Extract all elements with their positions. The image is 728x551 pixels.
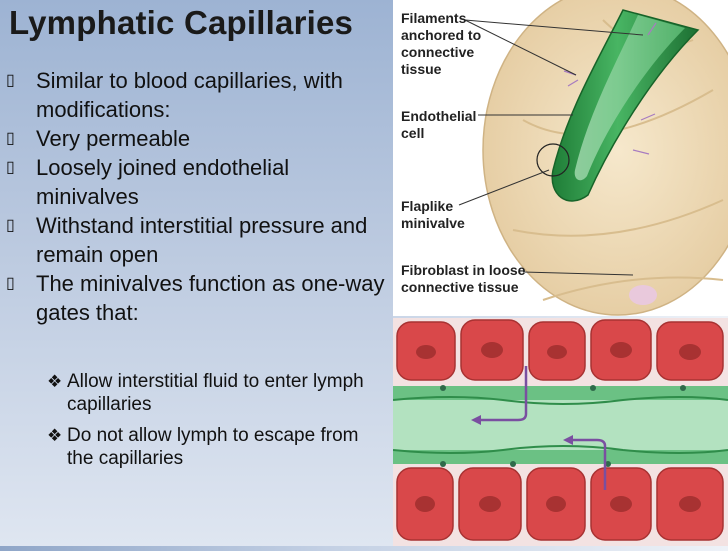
- bullet-item: ▯ Similar to blood capillaries, with mod…: [6, 66, 391, 124]
- label-filaments: Filaments: [401, 10, 467, 26]
- capillary-drawing: [458, 0, 728, 316]
- minivalve-highlight: [536, 143, 570, 177]
- bullet-text: The minivalves function as one-way gates…: [36, 271, 385, 325]
- bullet-text: Loosely joined endothelial minivalves: [36, 155, 290, 209]
- bullet-icon: ▯: [6, 130, 15, 147]
- sub-bullet-list: ❖ Allow interstitial fluid to enter lymp…: [47, 370, 377, 478]
- flow-drawing: [392, 318, 728, 546]
- bullet-icon: ▯: [6, 72, 15, 89]
- slide-title: Lymphatic Capillaries: [9, 4, 354, 41]
- bullet-icon: ▯: [6, 275, 15, 292]
- sub-bullet-text: Do not allow lymph to escape from the ca…: [67, 425, 359, 469]
- flow-illustration: [392, 318, 728, 546]
- label-fibroblast: Fibroblast in loose: [401, 262, 526, 278]
- label-endothelial: Endothelial: [401, 108, 477, 124]
- diamond-bullet-icon: ❖: [47, 426, 63, 445]
- bullet-text: Withstand interstitial pressure and rema…: [36, 213, 368, 267]
- bullet-item: ▯ Withstand interstitial pressure and re…: [6, 211, 391, 269]
- bullet-text: Similar to blood capillaries, with modif…: [36, 68, 343, 122]
- bullet-item: ▯ The minivalves function as one-way gat…: [6, 269, 391, 327]
- sub-bullet-text: Allow interstitial fluid to enter lymph …: [67, 371, 364, 415]
- inflow-arrow-2: [573, 438, 607, 490]
- bullet-item: ▯ Loosely joined endothelial minivalves: [6, 153, 391, 211]
- bullet-icon: ▯: [6, 217, 15, 234]
- bullet-text: Very permeable: [36, 126, 191, 151]
- bullet-icon: ▯: [6, 159, 15, 176]
- sub-bullet-item: ❖ Do not allow lymph to escape from the …: [47, 424, 377, 470]
- inflow-arrow: [481, 366, 528, 422]
- sub-bullet-item: ❖ Allow interstitial fluid to enter lymp…: [47, 370, 377, 416]
- bullet-item: ▯ Very permeable: [6, 124, 391, 153]
- diamond-bullet-icon: ❖: [47, 372, 63, 391]
- label-minivalve: Flaplike: [401, 198, 454, 214]
- fibroblast-cell: [629, 285, 657, 305]
- text-panel: Lymphatic Capillaries ▯ Similar to blood…: [0, 0, 393, 546]
- capillary-illustration: Filaments anchored to connective tissue …: [393, 0, 728, 316]
- bullet-list: ▯ Similar to blood capillaries, with mod…: [6, 66, 391, 327]
